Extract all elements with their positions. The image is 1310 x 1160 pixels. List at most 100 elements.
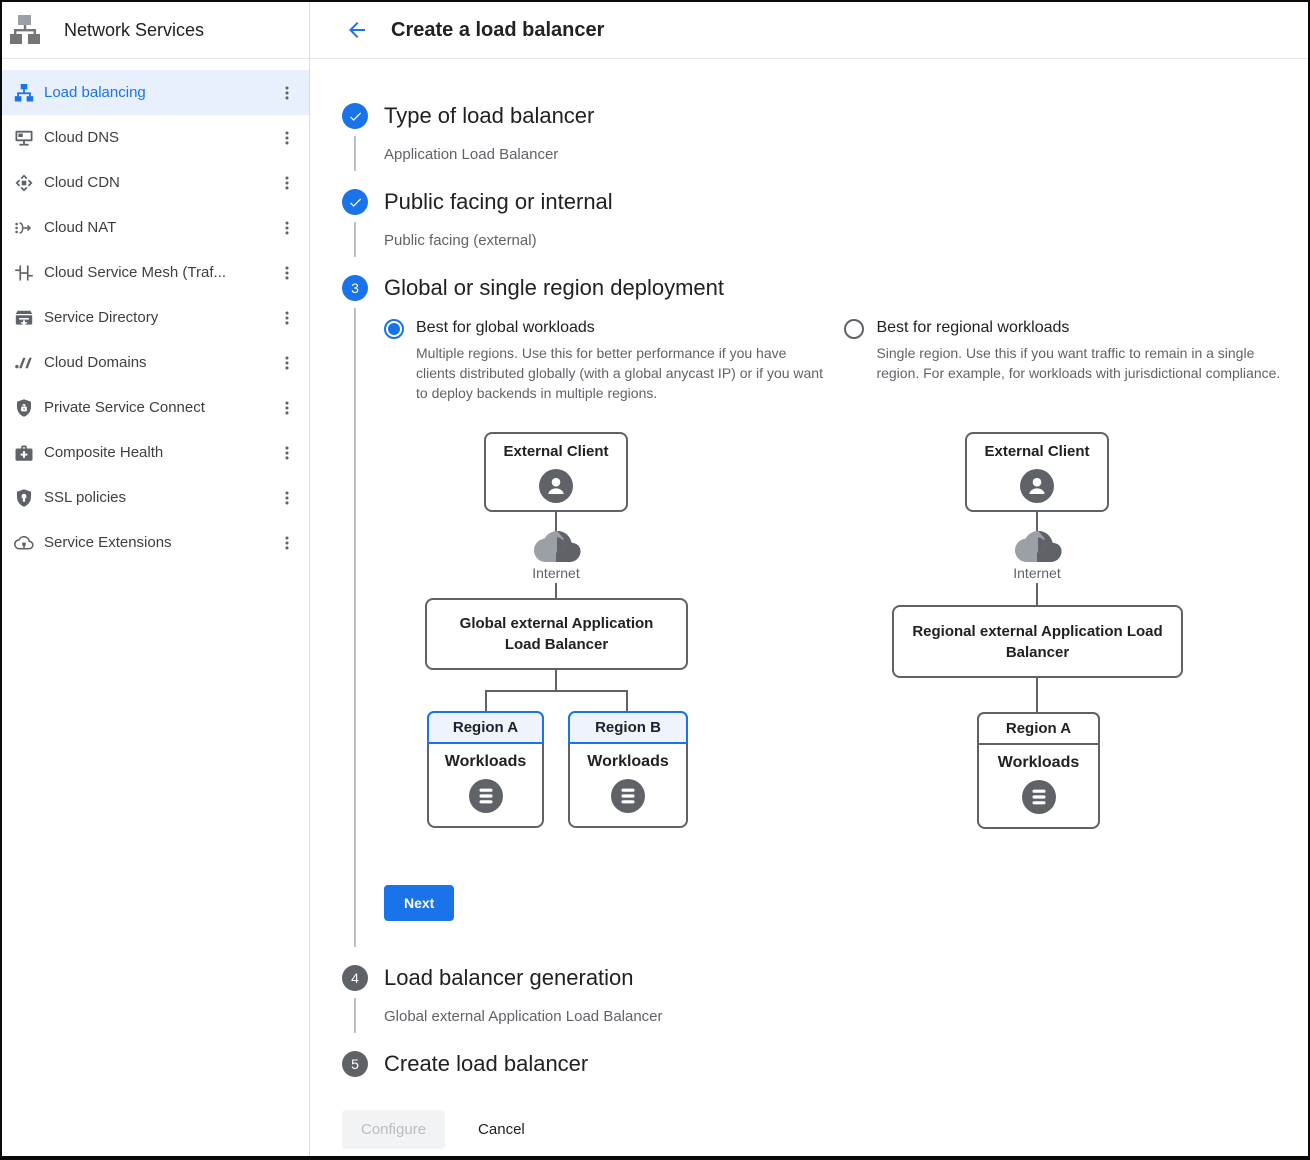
main-panel: Create a load balancer Type of load bala… <box>310 2 1308 1156</box>
sidebar-item-cloud-nat[interactable]: Cloud NAT <box>2 205 309 250</box>
box-label: Regional external Application Load Balan… <box>912 622 1163 661</box>
connector-line <box>485 690 628 692</box>
overflow-menu-icon[interactable] <box>277 533 297 553</box>
workloads-label: Workloads <box>444 753 527 770</box>
arrow-back-icon <box>349 22 365 38</box>
step-subtitle: Global external Application Load Balance… <box>384 1008 663 1025</box>
check-icon <box>349 198 361 207</box>
person-icon <box>1020 469 1054 503</box>
regional-lb-box: Regional external Application Load Balan… <box>892 605 1183 678</box>
region-a-box: Region A Workloads <box>427 711 544 828</box>
overflow-menu-icon[interactable] <box>277 128 297 148</box>
sidebar: Network Services Load balancing <box>2 2 310 1156</box>
option-global-workloads: Best for global workloads Multiple regio… <box>384 318 828 403</box>
step-number-badge: 4 <box>342 965 368 991</box>
person-icon <box>539 469 573 503</box>
step-title: Type of load balancer <box>384 103 595 128</box>
cloud-service-mesh-icon <box>14 263 34 283</box>
connector-line <box>555 670 557 690</box>
database-icon <box>611 779 645 813</box>
connector-line <box>1036 583 1038 605</box>
sidebar-item-load-balancing[interactable]: Load balancing <box>2 70 309 115</box>
sidebar-item-label: Cloud NAT <box>44 219 117 236</box>
overflow-menu-icon[interactable] <box>277 443 297 463</box>
overflow-menu-icon[interactable] <box>277 488 297 508</box>
sidebar-item-label: Service Extensions <box>44 534 172 551</box>
sidebar-item-cloud-dns[interactable]: Cloud DNS <box>2 115 309 160</box>
step-connector <box>354 136 356 171</box>
radio-global-workloads[interactable] <box>384 319 404 339</box>
sidebar-item-composite-health[interactable]: Composite Health <box>2 430 309 475</box>
radio-regional-workloads[interactable] <box>844 319 865 339</box>
box-label: External Client <box>503 443 609 460</box>
step-done-icon <box>342 189 368 215</box>
step-connector <box>354 222 356 257</box>
sidebar-item-label: Load balancing <box>44 84 146 101</box>
option-regional-workloads: Best for regional workloads Single regio… <box>844 318 1284 403</box>
step-subtitle: Public facing (external) <box>384 232 537 249</box>
deployment-options: Best for global workloads Multiple regio… <box>384 318 1284 403</box>
back-button[interactable] <box>345 18 369 42</box>
step-connector <box>354 998 356 1033</box>
connector-line <box>485 690 487 711</box>
option-label: Best for global workloads <box>416 319 595 336</box>
sidebar-item-label: Composite Health <box>44 444 164 461</box>
sidebar-item-ssl-policies[interactable]: SSL policies <box>2 475 309 520</box>
regional-external-client-box: External Client <box>965 432 1109 512</box>
next-button[interactable]: Next <box>384 885 455 921</box>
option-description: Single region. Use this if you want traf… <box>876 345 1281 381</box>
cloud-domains-icon <box>14 353 34 373</box>
internet-cloud-icon <box>534 531 581 562</box>
sidebar-item-label: SSL policies <box>44 489 126 506</box>
sidebar-item-label: Private Service Connect <box>44 399 205 416</box>
sidebar-item-cloud-service-mesh[interactable]: Cloud Service Mesh (Traf... <box>2 250 309 295</box>
workloads-label: Workloads <box>587 753 669 770</box>
service-directory-icon <box>14 308 34 328</box>
step-done-icon <box>342 103 368 129</box>
region-b-box: Region B Workloads <box>568 711 688 828</box>
region-label: Region A <box>977 712 1100 745</box>
page-title: Create a load balancer <box>391 18 605 41</box>
composite-health-icon <box>14 443 34 463</box>
cloud-cdn-icon <box>14 173 34 193</box>
connector-line <box>626 690 628 711</box>
wizard-content: Type of load balancer Application Load B… <box>310 59 1308 1156</box>
sidebar-item-cloud-cdn[interactable]: Cloud CDN <box>2 160 309 205</box>
overflow-menu-icon[interactable] <box>277 173 297 193</box>
network-services-icon <box>10 15 40 44</box>
private-service-connect-icon <box>14 398 34 418</box>
sidebar-header: Network Services <box>2 2 309 59</box>
overflow-menu-icon[interactable] <box>277 308 297 328</box>
regional-region-a-box: Region A Workloads <box>977 712 1100 829</box>
overflow-menu-icon[interactable] <box>277 83 297 103</box>
box-label: External Client <box>984 443 1090 460</box>
sidebar-item-label: Cloud DNS <box>44 129 120 146</box>
connector-line <box>555 512 557 536</box>
sidebar-item-service-extensions[interactable]: Service Extensions <box>2 520 309 565</box>
sidebar-nav: Load balancing Cloud DNS <box>2 59 309 565</box>
deployment-diagrams: External Client Interne <box>384 425 1284 883</box>
step-title: Create load balancer <box>384 1051 589 1076</box>
step-subtitle: Application Load Balancer <box>384 146 559 163</box>
step-create-load-balancer: 5 Create load balancer <box>342 1051 1284 1077</box>
step-number-badge: 5 <box>342 1051 368 1077</box>
cloud-dns-icon <box>14 128 34 148</box>
sidebar-item-cloud-domains[interactable]: Cloud Domains <box>2 340 309 385</box>
ssl-policies-icon <box>14 488 34 508</box>
overflow-menu-icon[interactable] <box>277 218 297 238</box>
step-type-of-load-balancer: Type of load balancer Application Load B… <box>342 103 1284 189</box>
overflow-menu-icon[interactable] <box>277 263 297 283</box>
configure-button[interactable]: Configure <box>342 1110 446 1149</box>
sidebar-item-private-service-connect[interactable]: Private Service Connect <box>2 385 309 430</box>
overflow-menu-icon[interactable] <box>277 353 297 373</box>
workloads-label: Workloads <box>997 754 1080 771</box>
step-global-or-single-region: 3 Global or single region deployment Bes… <box>342 275 1284 965</box>
step-load-balancer-generation: 4 Load balancer generation Global extern… <box>342 965 1284 1051</box>
sidebar-item-service-directory[interactable]: Service Directory <box>2 295 309 340</box>
overflow-menu-icon[interactable] <box>277 398 297 418</box>
check-icon <box>349 112 361 121</box>
sidebar-item-label: Cloud CDN <box>44 174 120 191</box>
service-extensions-icon <box>14 533 34 553</box>
step-number-badge: 3 <box>342 275 368 301</box>
cancel-button[interactable]: Cancel <box>472 1120 531 1139</box>
